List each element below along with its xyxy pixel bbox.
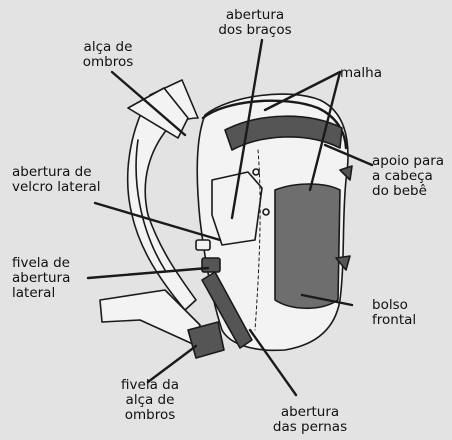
label-head-support: apoio para a cabeça do bebê <box>372 153 445 199</box>
top-band <box>224 115 343 151</box>
label-front-pocket: bolso frontal <box>372 297 417 328</box>
arm-opening <box>211 171 263 246</box>
leader-fivela-lateral <box>86 266 210 280</box>
leader-alca <box>110 70 187 137</box>
leader-fivela-alca <box>146 344 198 384</box>
side-buckle-shape <box>201 257 221 273</box>
leader-malha-2 <box>308 70 342 192</box>
mesh-panel <box>274 183 341 310</box>
label-shoulder-buckle: fivela da alça de ombros <box>121 377 179 423</box>
label-shoulder-strap: alça de ombros <box>82 39 134 70</box>
label-side-velcro: abertura de velcro lateral <box>12 164 101 195</box>
label-arm-opening: abertura dos braços <box>218 7 292 38</box>
leader-apoio <box>323 143 374 167</box>
leader-bracos <box>230 38 264 220</box>
leader-pernas <box>248 328 298 397</box>
label-leg-opening: abertura das pernas <box>272 404 348 435</box>
leader-malha-1 <box>263 70 342 112</box>
label-side-buckle: fivela de abertura lateral <box>12 255 71 301</box>
leader-bolso <box>300 293 354 307</box>
diagonal-strap <box>201 271 253 349</box>
label-mesh: malha <box>340 65 383 81</box>
shoulder-strap-inner <box>135 139 166 271</box>
leader-velcro <box>93 201 222 242</box>
